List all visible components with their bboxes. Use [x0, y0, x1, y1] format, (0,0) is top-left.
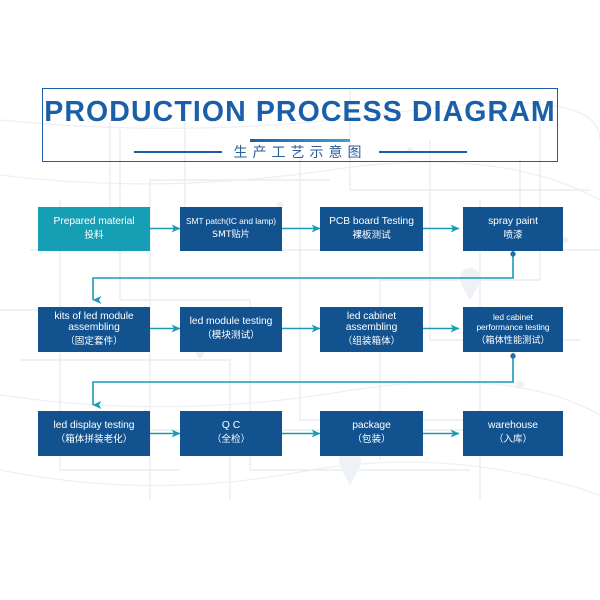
wrap-node-row2 [510, 353, 516, 359]
process-box-r2c4[interactable]: led cabinet performance testing （箱体性能测试） [463, 307, 563, 352]
title-frame [42, 88, 558, 162]
process-label-cn: （入库） [493, 434, 533, 446]
process-label-en: led cabinet assembling [345, 310, 398, 334]
process-box-r1c2[interactable]: SMT patch(IC and lamp) SMT贴片 [180, 207, 282, 251]
process-label-cn: （箱体拼装老化） [55, 434, 133, 446]
process-box-r1c4[interactable]: spray paint 喷漆 [463, 207, 563, 251]
process-label-cn: SMT贴片 [212, 229, 250, 241]
process-label-en: PCB board Testing [329, 215, 414, 227]
process-label-en: led module testing [189, 316, 273, 328]
process-label-cn: （组装箱体） [342, 335, 401, 347]
process-box-r2c1[interactable]: kits of led module assembling （固定套件） [38, 307, 150, 352]
process-label-cn: （全检） [211, 434, 251, 446]
process-box-r3c3[interactable]: package （包装） [320, 411, 423, 456]
process-label-cn: 投料 [84, 229, 104, 241]
process-box-r1c3[interactable]: PCB board Testing 裸板测试 [320, 207, 423, 251]
process-label-en: spray paint [488, 215, 538, 227]
process-label-en: kits of led module assembling [54, 310, 134, 334]
subtitle-rule-left [133, 151, 222, 153]
process-label-cn: 喷漆 [503, 229, 523, 241]
process-label-en: led display testing [53, 420, 135, 432]
subtitle-rule-right [378, 151, 467, 153]
process-box-r1c1[interactable]: Prepared material 投料 [38, 207, 150, 251]
subtitle-row: 生产工艺示意图 [42, 142, 558, 162]
process-label-en: SMT patch(IC and lamp) [186, 216, 276, 227]
process-box-r3c1[interactable]: led display testing （箱体拼装老化） [38, 411, 150, 456]
process-label-en: Q C [221, 420, 241, 432]
process-box-r2c2[interactable]: led module testing （模块测试） [180, 307, 282, 352]
process-box-r3c4[interactable]: warehouse （入库） [463, 411, 563, 456]
process-box-r2c3[interactable]: led cabinet assembling （组装箱体） [320, 307, 423, 352]
process-box-r3c2[interactable]: Q C （全检） [180, 411, 282, 456]
page-subtitle: 生产工艺示意图 [233, 145, 367, 161]
process-label-en: led cabinet performance testing [476, 311, 550, 332]
wrap-arrow-row2-row3 [92, 353, 514, 409]
process-label-cn: （箱体性能测试） [476, 334, 550, 346]
process-label-en: Prepared material [53, 215, 135, 227]
title-accent-rule [250, 139, 350, 142]
process-label-cn: （固定套件） [65, 335, 123, 347]
process-label-en: warehouse [488, 420, 538, 432]
page-title: PRODUCTION PROCESS DIAGRAM [44, 96, 556, 128]
process-label-cn: 裸板测试 [352, 229, 391, 241]
wrap-node-row1 [510, 251, 516, 257]
process-label-en: package [352, 420, 391, 432]
process-label-cn: （包装） [352, 434, 391, 446]
process-label-cn: （模块测试） [202, 330, 260, 342]
wrap-arrow-row1-row2 [92, 251, 514, 304]
